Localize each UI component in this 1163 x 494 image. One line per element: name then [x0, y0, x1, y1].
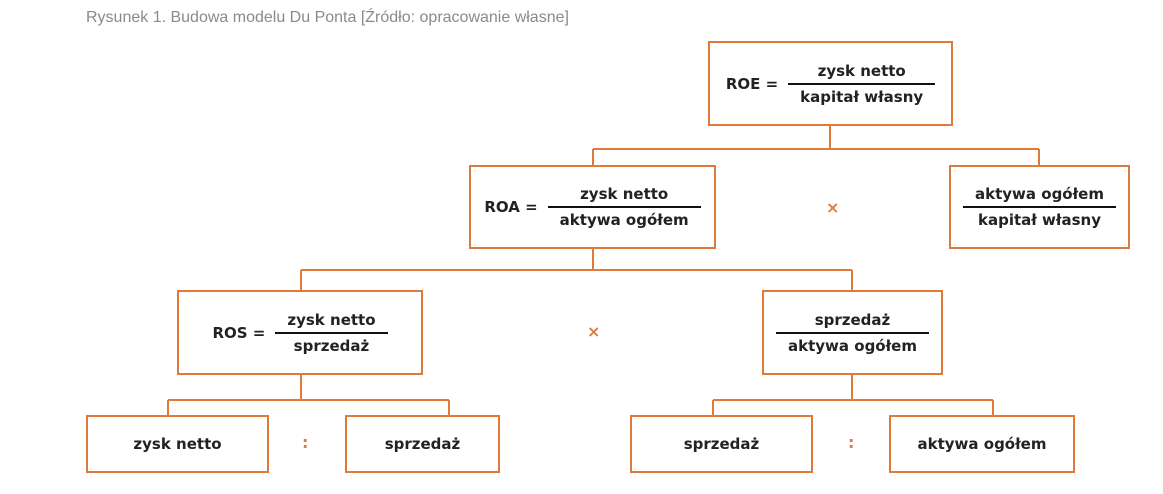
multiply-operator-lower: ×	[587, 322, 601, 341]
ros-box: ROS = zysk netto sprzedaż	[177, 290, 423, 375]
fraction-bar	[776, 331, 929, 334]
roe-box: ROE = zysk netto kapitał własny	[708, 41, 953, 126]
divide-operator-right: :	[848, 433, 855, 452]
multiply-operator-upper: ×	[826, 198, 840, 217]
leverage-denominator: kapitał własny	[978, 211, 1101, 229]
leaf-sprzedaz-left: sprzedaż	[345, 415, 500, 473]
turnover-numerator: sprzedaż	[814, 310, 891, 329]
turnover-box: sprzedaż aktywa ogółem	[762, 290, 943, 375]
leverage-fraction: aktywa ogółem kapitał własny	[963, 185, 1116, 229]
roa-fraction: zysk netto aktywa ogółem	[547, 185, 701, 229]
fraction-bar	[547, 206, 701, 208]
divide-operator-left: :	[302, 433, 309, 452]
leaf-sprzedaz-right: sprzedaż	[630, 415, 813, 473]
leverage-box: aktywa ogółem kapitał własny	[949, 165, 1130, 249]
turnover-denominator: aktywa ogółem	[788, 336, 917, 355]
roa-label: ROA =	[484, 198, 538, 216]
roa-box: ROA = zysk netto aktywa ogółem	[469, 165, 716, 249]
fraction-bar	[788, 82, 936, 85]
ros-denominator: sprzedaż	[293, 336, 370, 355]
leverage-numerator: aktywa ogółem	[975, 185, 1104, 203]
roe-label: ROE =	[725, 74, 779, 93]
figure-caption: Rysunek 1. Budowa modelu Du Ponta [Źródł…	[86, 9, 569, 26]
roa-denominator: aktywa ogółem	[559, 211, 689, 229]
leaf-zysk-netto: zysk netto	[86, 415, 269, 473]
ros-label: ROS =	[212, 323, 266, 342]
roe-numerator: zysk netto	[817, 61, 906, 80]
turnover-fraction: sprzedaż aktywa ogółem	[776, 311, 929, 355]
fraction-bar	[963, 206, 1116, 208]
roe-fraction: zysk netto kapitał własny	[788, 61, 936, 106]
roe-denominator: kapitał własny	[800, 87, 924, 106]
ros-fraction: zysk netto sprzedaż	[275, 310, 388, 355]
roa-numerator: zysk netto	[580, 185, 669, 203]
ros-numerator: zysk netto	[287, 310, 376, 329]
leaf-aktywa-ogolem: aktywa ogółem	[889, 415, 1075, 473]
fraction-bar	[275, 331, 388, 334]
